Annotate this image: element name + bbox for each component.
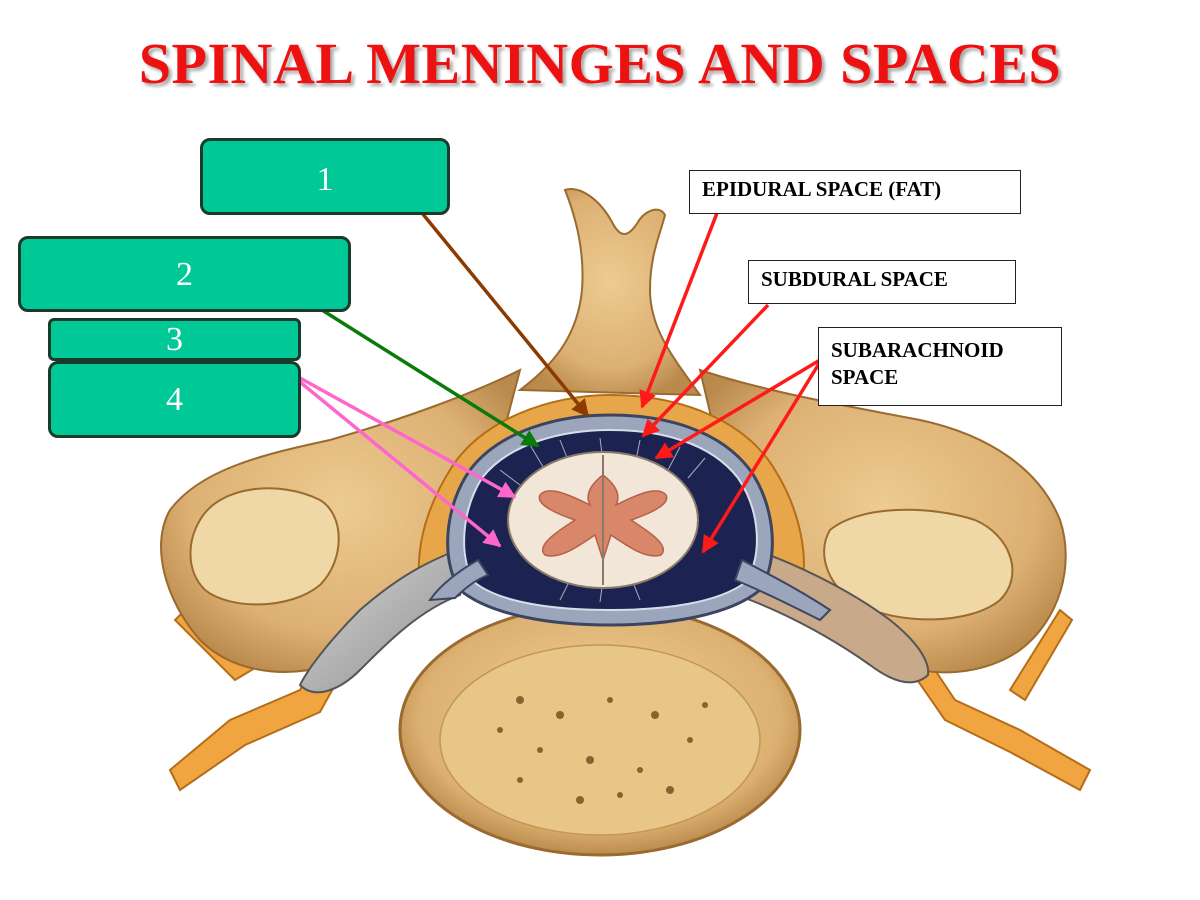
- arrow-box-1: [420, 211, 590, 418]
- subdural-space-text: SUBDURAL SPACE: [761, 267, 948, 291]
- answer-box-2-label: 2: [176, 256, 193, 293]
- spinous-process: [517, 188, 702, 397]
- arrow-subarachnoid-lower: [701, 361, 822, 554]
- right-dura-root-sleeve: [733, 558, 832, 622]
- arrow-box-3: [299, 376, 517, 499]
- subarachnoid-space-text-line2: SPACE: [831, 365, 899, 389]
- answer-box-3[interactable]: 3: [48, 318, 301, 361]
- answer-box-2[interactable]: 2: [18, 236, 351, 312]
- vascular-foramina: [497, 696, 708, 804]
- vertebral-body-inner: [439, 644, 761, 836]
- answer-box-4-label: 4: [166, 381, 183, 418]
- epidural-space-label: EPIDURAL SPACE (FAT): [689, 170, 1021, 214]
- right-nerve-branch: [1008, 608, 1074, 702]
- answer-box-1-label: 1: [316, 161, 334, 198]
- answer-box-4[interactable]: 4: [48, 361, 301, 438]
- left-root-sleeve: [298, 543, 472, 694]
- answer-box-3-label: 3: [166, 321, 183, 358]
- pointer-arrows: [298, 211, 822, 554]
- subdural-space-label: SUBDURAL SPACE: [748, 260, 1016, 304]
- subarachnoid-space-label: SUBARACHNOID SPACE: [818, 327, 1062, 406]
- epidural-space-text: EPIDURAL SPACE (FAT): [702, 177, 942, 201]
- arrow-subdural: [641, 303, 770, 438]
- subarachnoid-space-text-line1: SUBARACHNOID: [831, 338, 1004, 362]
- vertebral-body: [398, 603, 802, 857]
- left-articular-facet: [189, 487, 340, 606]
- arrow-subarachnoid-upper: [654, 358, 821, 460]
- left-dura-root-sleeve: [428, 558, 490, 602]
- arrow-box-2: [321, 308, 540, 448]
- slide-title: SPINAL MENINGES AND SPACES: [138, 31, 1062, 96]
- arrow-epidural: [639, 212, 719, 409]
- right-root-sleeve: [738, 543, 930, 684]
- spinal-cord: [507, 451, 699, 589]
- vertebral-arch: [160, 188, 1067, 674]
- arrow-box-4: [298, 380, 502, 548]
- answer-box-1[interactable]: 1: [200, 138, 450, 215]
